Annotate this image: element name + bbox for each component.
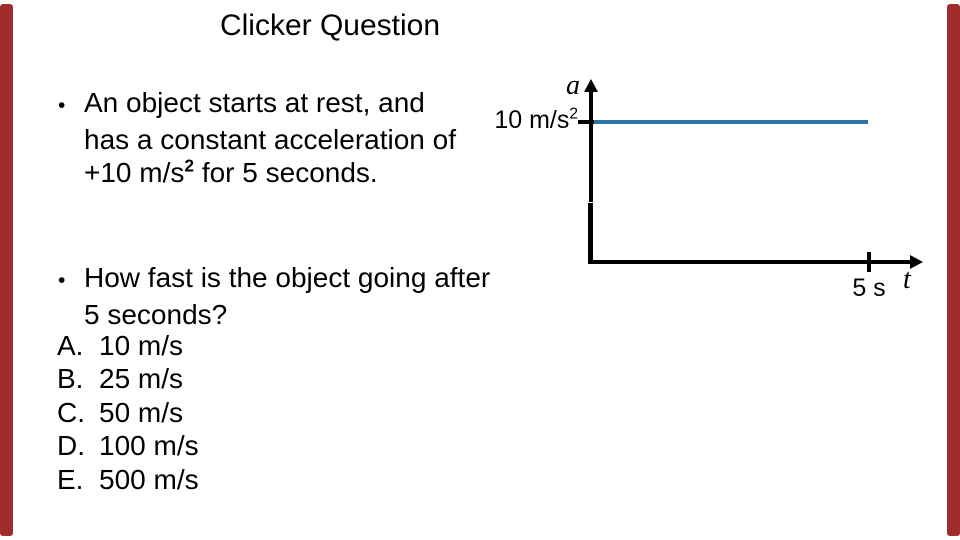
superscript-2: 2 — [569, 105, 578, 123]
option-a-value: 10 m/s — [99, 330, 184, 361]
superscript-2: 2 — [184, 155, 195, 176]
option-a-letter: A. — [57, 330, 84, 361]
problem-text-3-pre: +10 m/s — [84, 157, 185, 188]
question-statement: • How fast is the object going after 5 se… — [58, 261, 490, 331]
problem-line-1: • An object starts at rest, and — [58, 86, 456, 123]
bullet-icon: • — [58, 94, 66, 117]
slide-title: Clicker Question — [219, 9, 441, 42]
acceleration-line — [594, 120, 868, 124]
problem-line-3: +10 m/s2 for 5 seconds. — [58, 156, 456, 190]
bullet-icon: • — [58, 269, 66, 292]
problem-text-3-post: for 5 seconds. — [194, 157, 378, 188]
problem-line-2: has a constant acceleration of — [58, 123, 456, 157]
option-e-value: 500 m/s — [99, 463, 199, 495]
problem-statement: • An object starts at rest, and has a con… — [58, 86, 456, 190]
x-axis-line — [589, 260, 911, 264]
option-e-letter: E. — [57, 463, 84, 495]
answer-options: A. 10 m/s B. 25 m/s C. 50 m/s D. 100 m/s E. 5… — [57, 329, 199, 496]
option-b-value: 25 m/s — [99, 363, 184, 395]
option-b: B. 25 m/s — [57, 362, 199, 395]
x-axis-label: t — [903, 264, 911, 295]
y-axis-arrow-icon — [584, 79, 598, 92]
option-a: A. 10 m/s — [57, 329, 199, 362]
y-value-label: 10 m/s2 — [468, 105, 578, 135]
question-text-1: How fast is the object going after — [84, 262, 491, 293]
option-d-value: 100 m/s — [99, 430, 199, 462]
right-accent-bar — [947, 4, 960, 536]
x-tick-label: 5 s — [852, 274, 886, 302]
option-b-letter: B. — [57, 363, 84, 395]
option-c: C. 50 m/s — [57, 396, 199, 429]
question-line-1: • How fast is the object going after — [58, 261, 490, 298]
option-e: E. 500 m/s — [57, 463, 199, 496]
left-accent-bar — [0, 4, 13, 536]
y-axis-label: a — [566, 70, 580, 101]
option-d-letter: D. — [57, 430, 85, 462]
y-axis-line-lower — [588, 203, 593, 264]
problem-text-1: An object starts at rest, and — [84, 87, 425, 118]
y-value-text: 10 m/s — [494, 106, 570, 134]
y-axis-tick — [578, 120, 599, 124]
option-c-value: 50 m/s — [99, 396, 184, 428]
option-d: D. 100 m/s — [57, 429, 199, 462]
question-text-2: 5 seconds? — [84, 298, 228, 330]
option-c-letter: C. — [57, 396, 85, 428]
question-line-2: 5 seconds? — [58, 298, 490, 332]
y-axis-line-upper — [589, 88, 593, 202]
x-axis-arrow-icon — [910, 255, 923, 269]
problem-text-2: has a constant acceleration of — [84, 123, 457, 155]
x-axis-tick — [867, 252, 871, 272]
